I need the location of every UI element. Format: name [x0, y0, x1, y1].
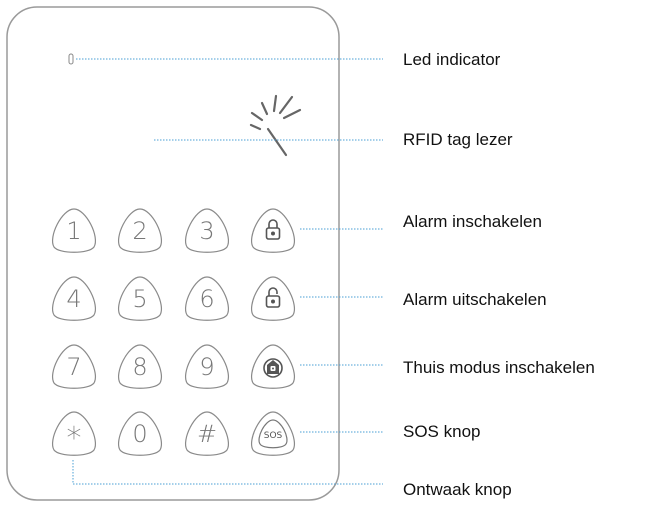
- sos-key-label: SOS: [264, 431, 283, 441]
- home-mode-icon: [263, 358, 283, 378]
- callout-wake: Ontwaak knop: [403, 480, 512, 499]
- key-6[interactable]: 6: [184, 276, 230, 321]
- callout-led-indicator: Led indicator: [403, 50, 501, 69]
- key-star-label: *: [67, 421, 82, 456]
- key-0-label: 0: [132, 420, 147, 448]
- sos-icon: SOS: [258, 419, 288, 449]
- sos-key[interactable]: SOS: [250, 411, 296, 456]
- key-hash-label: #: [197, 420, 217, 448]
- rfid-reader-icon: [249, 94, 302, 157]
- arm-key[interactable]: [250, 208, 296, 253]
- lock-open-icon: [265, 287, 281, 308]
- key-9-label: 9: [199, 353, 214, 381]
- callout-arm: Alarm inschakelen: [403, 212, 542, 231]
- key-5[interactable]: 5: [117, 276, 163, 321]
- key-3-label: 3: [199, 217, 214, 245]
- key-2[interactable]: 2: [117, 208, 163, 253]
- callout-home-mode: Thuis modus inschakelen: [403, 358, 595, 377]
- key-7-label: 7: [66, 353, 81, 381]
- leader-wake: [72, 460, 383, 485]
- key-hash[interactable]: #: [184, 411, 230, 456]
- callout-sos: SOS knop: [403, 422, 481, 441]
- key-0[interactable]: 0: [117, 411, 163, 456]
- callout-disarm: Alarm uitschakelen: [403, 290, 547, 309]
- lock-closed-icon: [265, 219, 281, 240]
- key-4-label: 4: [66, 285, 81, 313]
- led-indicator: [68, 53, 74, 65]
- key-star[interactable]: *: [51, 411, 97, 456]
- key-1[interactable]: 1: [51, 208, 97, 253]
- home-mode-key[interactable]: [250, 344, 296, 389]
- key-2-label: 2: [132, 217, 147, 245]
- key-1-label: 1: [66, 217, 81, 245]
- disarm-key[interactable]: [250, 276, 296, 321]
- key-9[interactable]: 9: [184, 344, 230, 389]
- callout-rfid-reader: RFID tag lezer: [403, 130, 513, 149]
- key-7[interactable]: 7: [51, 344, 97, 389]
- key-6-label: 6: [199, 285, 214, 313]
- key-3[interactable]: 3: [184, 208, 230, 253]
- key-4[interactable]: 4: [51, 276, 97, 321]
- key-5-label: 5: [132, 285, 147, 313]
- key-8[interactable]: 8: [117, 344, 163, 389]
- key-8-label: 8: [132, 353, 147, 381]
